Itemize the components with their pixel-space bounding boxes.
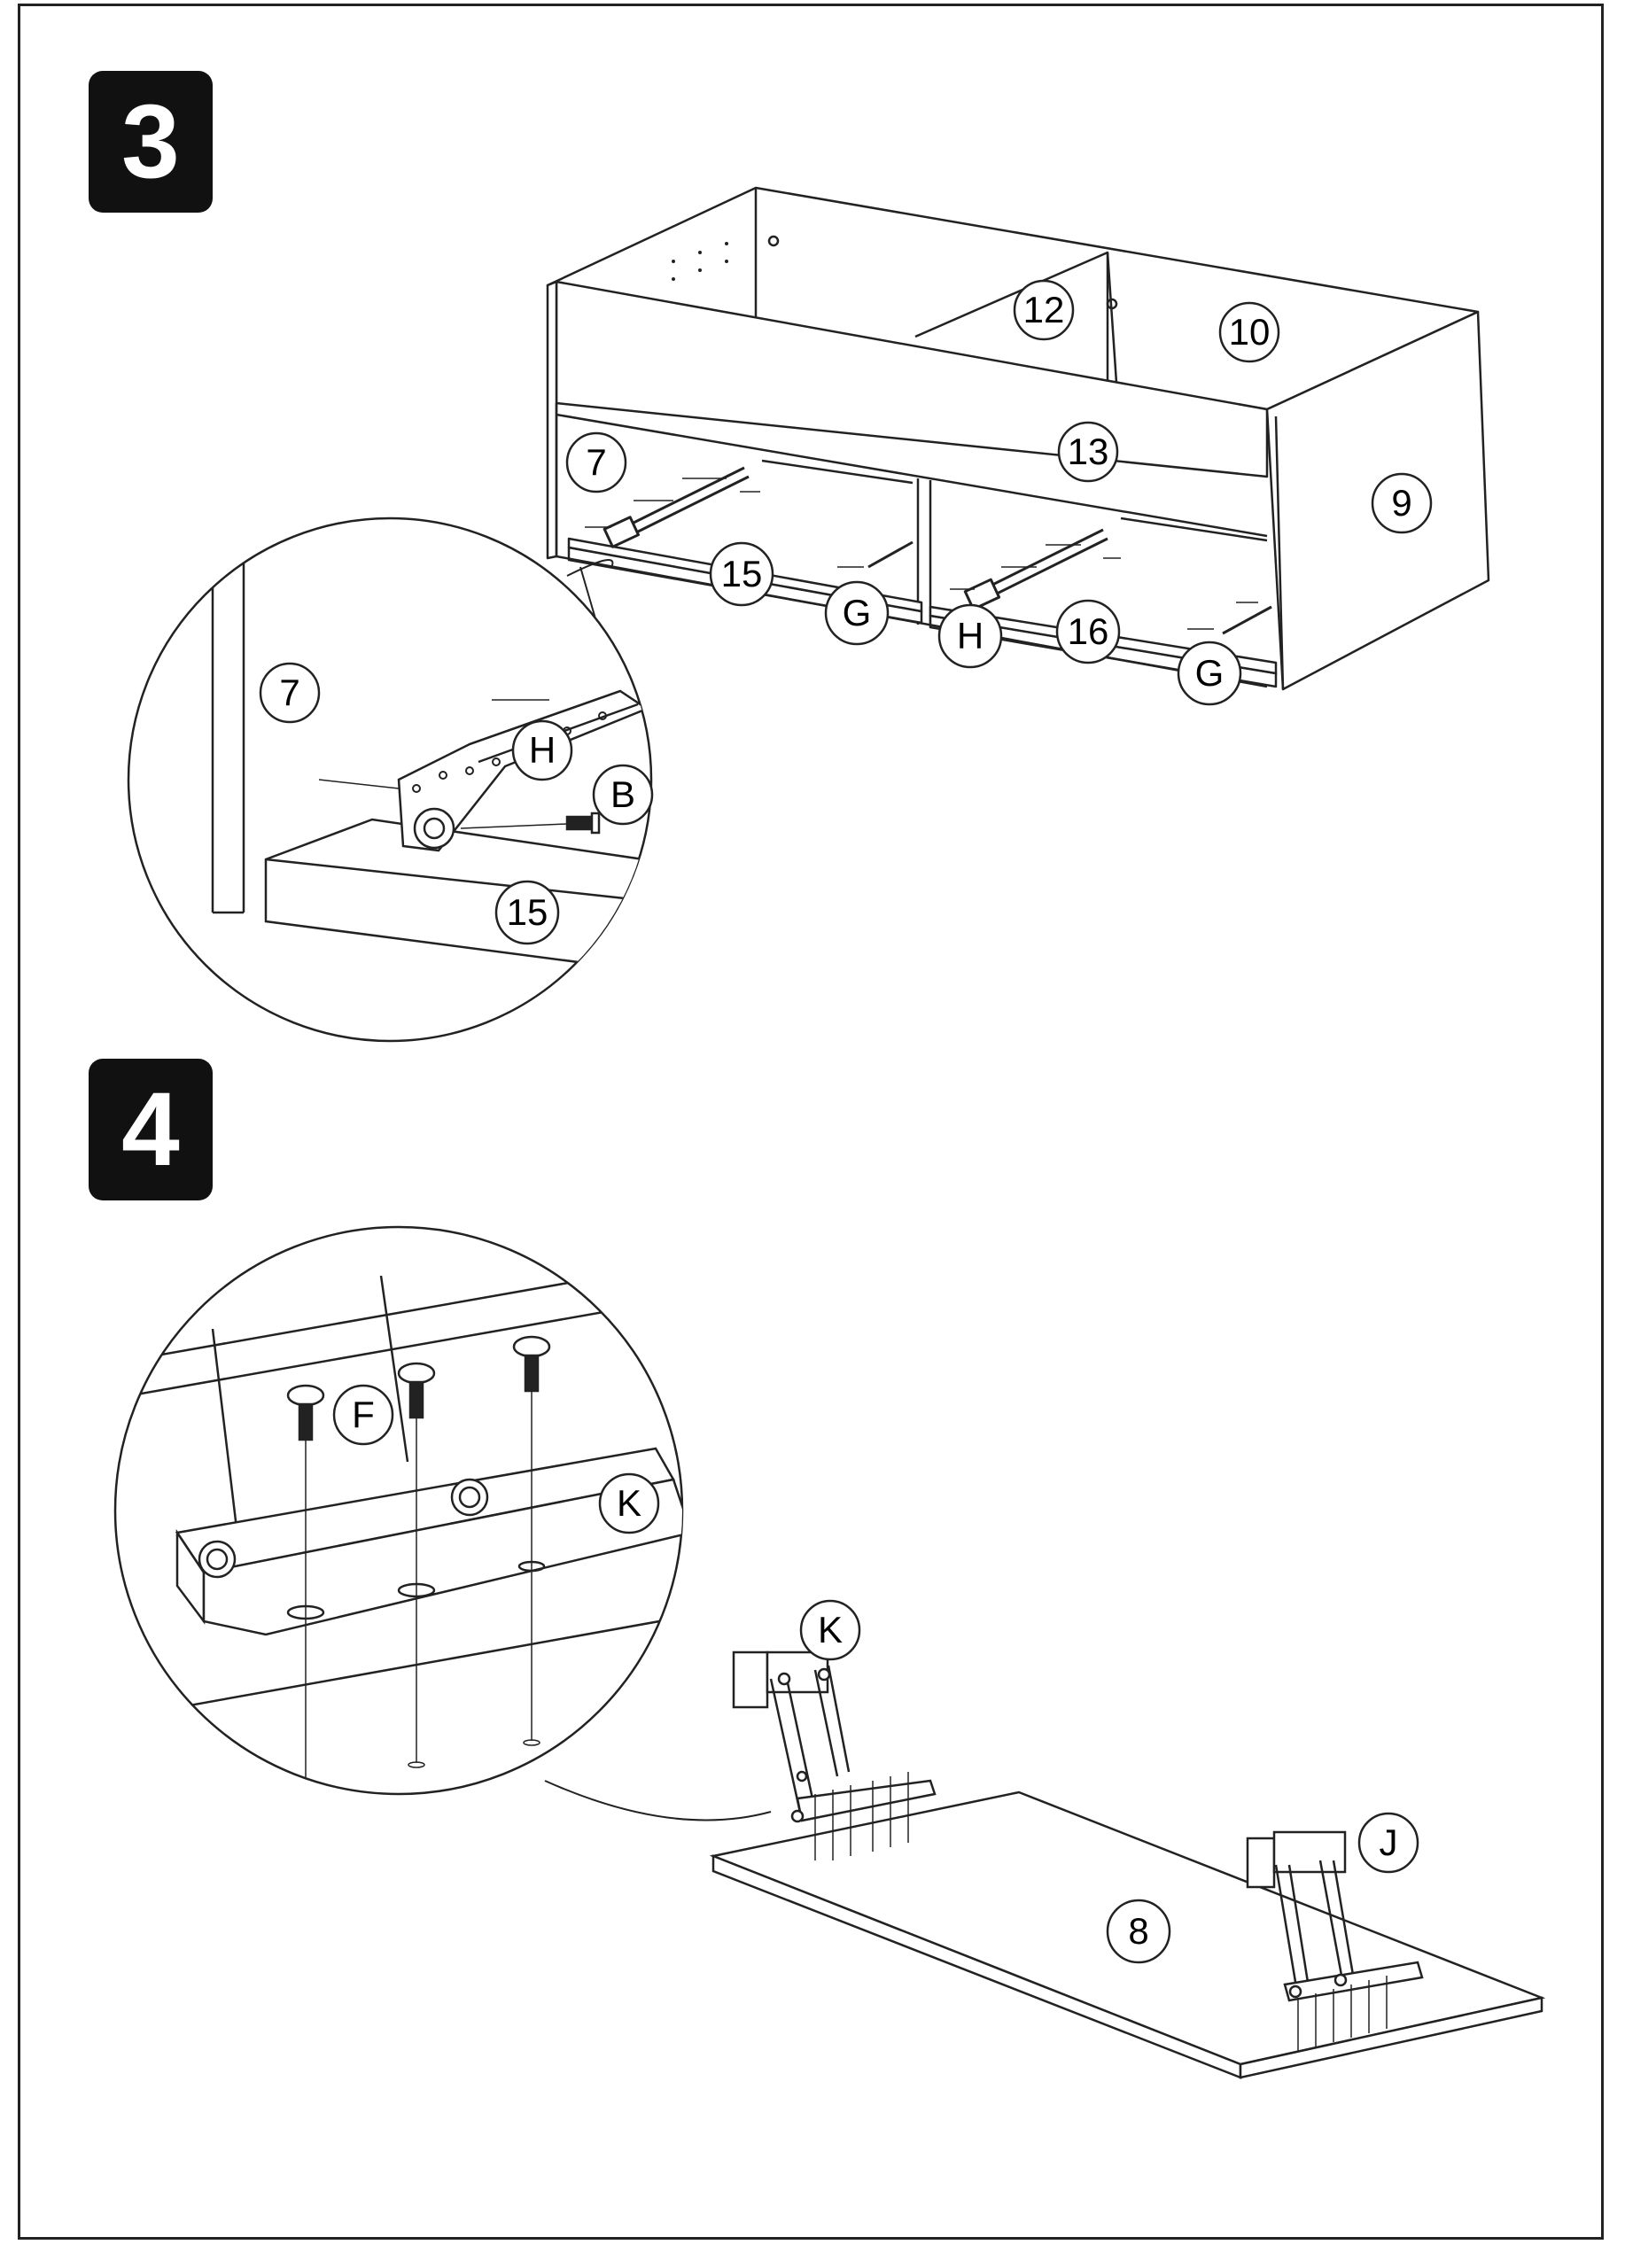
part-label-j: J	[1357, 1812, 1419, 1874]
part-label-16: 16	[1055, 599, 1121, 664]
detail-label-f: F	[332, 1384, 394, 1446]
part-label-13: 13	[1057, 421, 1119, 483]
svg-text:9: 9	[1391, 482, 1411, 524]
step3-detail-circle: 7 H B 15	[127, 517, 654, 1043]
part-label-k: K	[799, 1599, 861, 1661]
svg-text:B: B	[610, 773, 635, 815]
svg-text:K: K	[818, 1609, 843, 1651]
part-label-12: 12	[1013, 279, 1075, 341]
svg-text:15: 15	[721, 553, 763, 594]
svg-text:K: K	[617, 1482, 641, 1524]
part-label-10: 10	[1218, 301, 1280, 363]
detail-label-k: K	[598, 1472, 660, 1534]
svg-text:8: 8	[1128, 1910, 1148, 1952]
cabinet-part-labels: 12 10 13 7 9 15 G H 16 G	[565, 279, 1433, 706]
svg-text:10: 10	[1229, 311, 1271, 353]
detail-label-15: 15	[494, 880, 560, 945]
detail-label-7: 7	[259, 662, 321, 724]
part-label-g-right: G	[1177, 641, 1242, 706]
svg-text:H: H	[529, 729, 556, 771]
svg-text:7: 7	[279, 672, 299, 713]
svg-text:13: 13	[1068, 431, 1109, 472]
step4-detail-circle: F K	[113, 1225, 772, 1821]
page-border	[18, 4, 1604, 2240]
step-4-badge: 4	[89, 1059, 213, 1200]
step4-part-labels: K J 8	[799, 1599, 1419, 1964]
cabinet-drawing	[546, 186, 1490, 691]
part-label-8: 8	[1106, 1899, 1171, 1964]
part-label-g-left: G	[824, 580, 890, 646]
part-label-7: 7	[565, 431, 627, 493]
svg-text:J: J	[1380, 1821, 1398, 1863]
detail-label-b: B	[592, 764, 654, 826]
part-label-9: 9	[1371, 472, 1433, 534]
detail-label-h: H	[511, 719, 573, 781]
svg-text:G: G	[1195, 652, 1225, 694]
svg-text:16: 16	[1068, 610, 1109, 652]
svg-text:F: F	[352, 1394, 375, 1435]
svg-text:15: 15	[507, 891, 548, 933]
part-label-h-right: H	[937, 603, 1003, 669]
svg-text:7: 7	[586, 441, 606, 483]
svg-text:H: H	[957, 615, 984, 656]
hinge-j-drawing	[1246, 1830, 1424, 2051]
svg-text:12: 12	[1023, 289, 1065, 330]
svg-text:G: G	[843, 592, 872, 633]
step-3-badge: 3	[89, 71, 213, 213]
hinge-k-drawing	[732, 1651, 937, 1860]
part-label-15: 15	[709, 541, 774, 607]
